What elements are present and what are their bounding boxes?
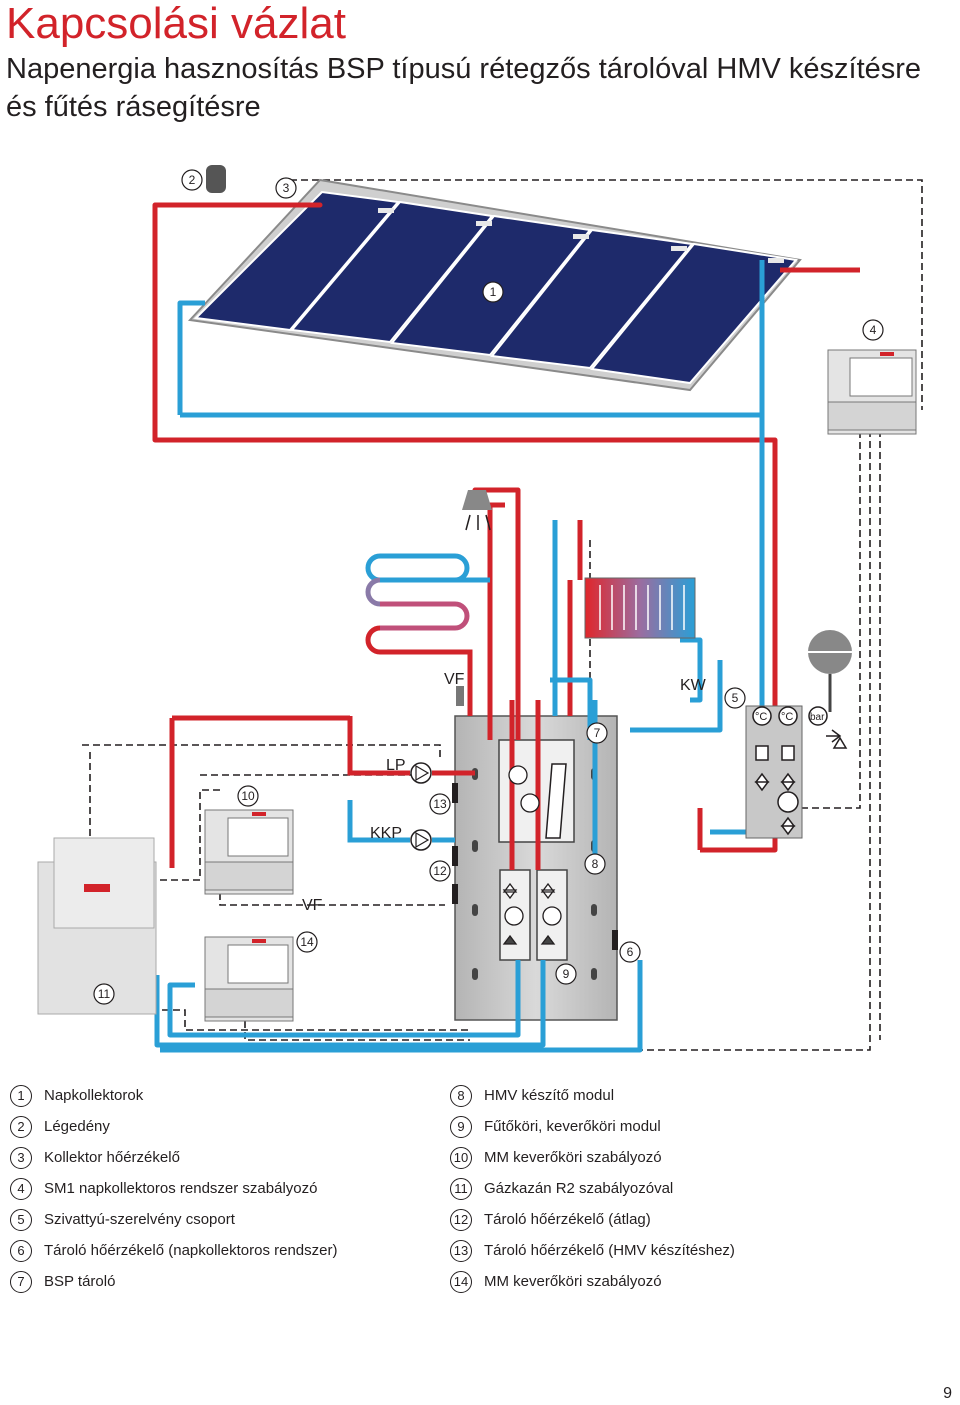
schematic-diagram: 1 2 3 4 5 6 7 8 9 10 11 12 13 14 VF KW L… <box>37 165 923 1053</box>
label-kw: KW <box>680 677 707 694</box>
radiator <box>584 577 696 639</box>
page-title: Kapcsolási vázlat <box>6 0 346 48</box>
label-lp: LP <box>386 757 406 774</box>
label-deg-1: °C <box>755 711 767 723</box>
marker-8: 8 <box>592 857 599 871</box>
marker-9: 9 <box>563 967 570 981</box>
mm-controller-14 <box>204 936 294 1022</box>
page-number: 9 <box>943 1385 952 1402</box>
marker-5: 5 <box>732 691 739 705</box>
marker-circles <box>93 169 884 1005</box>
marker-10: 10 <box>241 789 255 803</box>
marker-2: 2 <box>189 173 196 187</box>
marker-4: 4 <box>870 323 877 337</box>
pump-group <box>745 705 803 839</box>
marker-13: 13 <box>433 797 447 811</box>
marker-12: 12 <box>433 864 447 878</box>
label-vf-bottom: VF <box>302 897 323 914</box>
marker-7: 7 <box>594 726 601 740</box>
marker-11: 11 <box>98 987 111 1001</box>
marker-14: 14 <box>300 935 314 949</box>
label-bar: bar <box>810 712 825 723</box>
page-subtitle: Napenergia hasznosítás BSP típusú rétegz… <box>6 53 922 123</box>
solar-loop-pipes <box>152 202 860 853</box>
marker-1: 1 <box>490 285 497 299</box>
marker-3: 3 <box>283 181 290 195</box>
air-vessel <box>206 165 226 193</box>
sm1-controller <box>827 349 917 435</box>
floor-heating-coil <box>365 553 490 716</box>
expansion-vessel <box>808 630 852 712</box>
vf-sensor <box>456 686 464 706</box>
label-deg-2: °C <box>781 711 793 723</box>
mm-controller-10 <box>204 809 294 895</box>
label-kkp: KKP <box>370 825 402 842</box>
shower-head <box>462 490 492 531</box>
marker-6: 6 <box>627 945 634 959</box>
lp-kkp-pumps <box>169 715 475 868</box>
label-vf-top: VF <box>444 671 465 688</box>
